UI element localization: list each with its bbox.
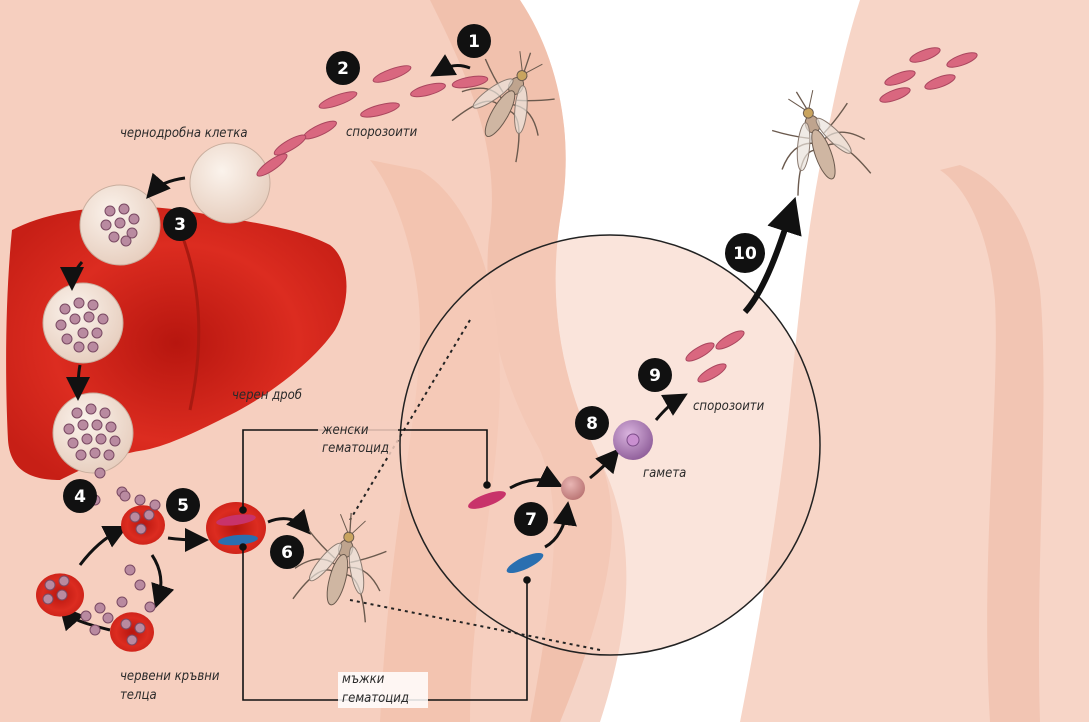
merozoite: [81, 611, 91, 621]
rbc-label-line1: червени кръвни: [120, 669, 220, 684]
merozoite: [82, 434, 92, 444]
merozoite: [119, 204, 129, 214]
merozoite: [92, 420, 102, 430]
merozoite: [106, 422, 116, 432]
merozoite: [135, 495, 145, 505]
step-number: 8: [586, 414, 598, 434]
sporozoites-right-label: спорозоити: [693, 399, 765, 414]
liver-label: черен дроб: [232, 388, 302, 403]
step-badge-1: 1: [457, 24, 491, 58]
step-number: 3: [174, 215, 186, 235]
step-badge-6: 6: [270, 535, 304, 569]
merozoite: [88, 300, 98, 310]
female-gametocyte-label-line1: женски: [321, 423, 369, 438]
rbc-label-line2: телца: [120, 688, 157, 703]
merozoite: [92, 328, 102, 338]
merozoite: [76, 450, 86, 460]
red-blood-cell: [121, 505, 165, 545]
zygote: [561, 476, 585, 500]
merozoite: [90, 448, 100, 458]
merozoite: [115, 218, 125, 228]
merozoite: [74, 342, 84, 352]
merozoite: [96, 434, 106, 444]
merozoite: [68, 438, 78, 448]
merozoite: [109, 232, 119, 242]
step-number: 6: [281, 543, 293, 563]
red-blood-cell: [110, 612, 154, 652]
merozoite: [95, 468, 105, 478]
merozoite: [72, 408, 82, 418]
merozoite: [86, 404, 96, 414]
gamete: [613, 420, 653, 460]
merozoite: [145, 602, 155, 612]
step-badge-4: 4: [63, 479, 97, 513]
merozoite: [84, 312, 94, 322]
step-number: 5: [177, 496, 189, 516]
merozoite: [98, 314, 108, 324]
step-badge-7: 7: [514, 502, 548, 536]
merozoite: [90, 625, 100, 635]
step-number: 4: [74, 487, 86, 507]
gamete-label: гамета: [643, 466, 686, 481]
step-number: 10: [733, 244, 757, 264]
sporozoites-top-label: спорозоити: [346, 125, 418, 140]
step-number: 1: [468, 32, 480, 52]
merozoite: [62, 334, 72, 344]
merozoite: [95, 603, 105, 613]
step-number: 7: [525, 510, 537, 530]
merozoite: [135, 580, 145, 590]
merozoite: [125, 565, 135, 575]
step-badge-8: 8: [575, 406, 609, 440]
step-badge-5: 5: [166, 488, 200, 522]
merozoite: [78, 420, 88, 430]
merozoite: [56, 320, 66, 330]
male-gametocyte-label-line1: мъжки: [342, 672, 385, 687]
female-gametocyte-label-line2: гематоцид: [322, 441, 389, 456]
merozoite: [103, 613, 113, 623]
merozoite: [64, 424, 74, 434]
male-gametocyte-label-line2: гематоцид: [342, 691, 409, 706]
merozoite: [88, 342, 98, 352]
step-badge-3: 3: [163, 207, 197, 241]
merozoite: [70, 314, 80, 324]
merozoite: [150, 500, 160, 510]
step-badge-10: 10: [725, 233, 765, 273]
merozoite: [121, 236, 131, 246]
step-number: 9: [649, 366, 661, 386]
merozoite: [110, 436, 120, 446]
merozoite: [129, 214, 139, 224]
liver-cell-label: чернодробна клетка: [120, 126, 248, 141]
liver-cell-empty: [190, 143, 270, 223]
merozoite: [105, 206, 115, 216]
step-number: 2: [337, 59, 349, 79]
merozoite: [74, 298, 84, 308]
liver-cell-infected-2: [43, 283, 123, 363]
merozoite: [117, 597, 127, 607]
merozoite: [104, 450, 114, 460]
merozoite: [78, 328, 88, 338]
merozoite: [100, 408, 110, 418]
merozoite: [60, 304, 70, 314]
gametocyte-rbc: [206, 502, 266, 554]
red-blood-cell: [36, 573, 84, 616]
step-badge-2: 2: [326, 51, 360, 85]
merozoite: [101, 220, 111, 230]
step-badge-9: 9: [638, 358, 672, 392]
merozoite: [120, 491, 130, 501]
